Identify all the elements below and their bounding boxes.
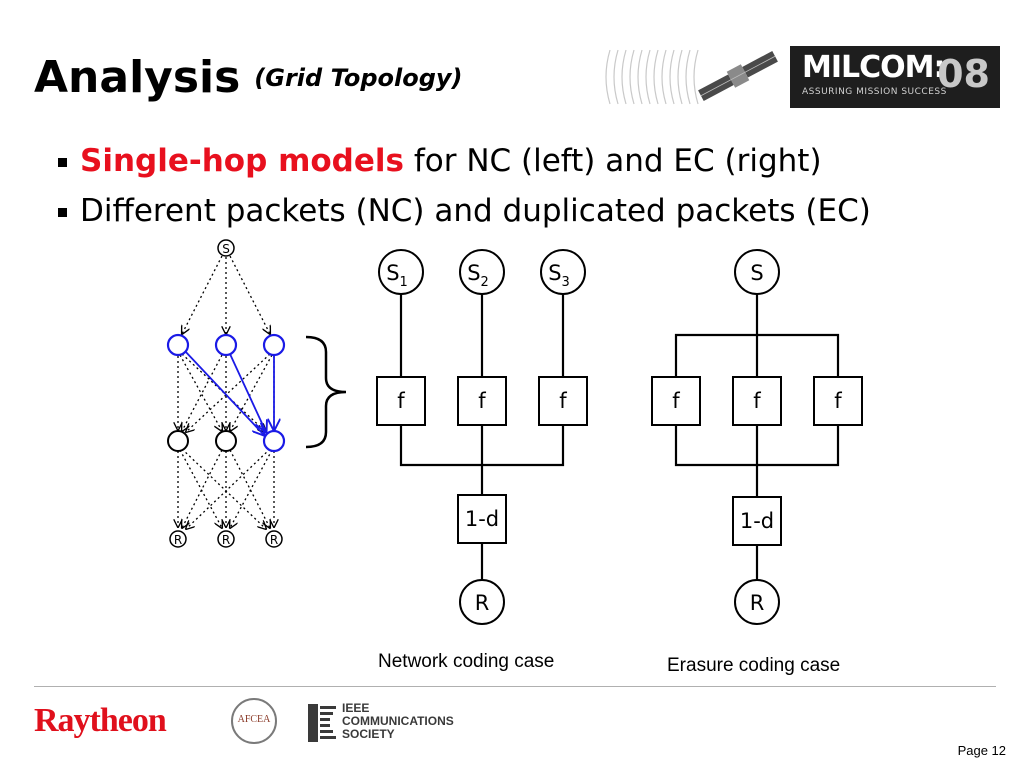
milcom-badge: MILCOM: 08 ASSURING MISSION SUCCESS — [790, 46, 1000, 108]
grid-node — [215, 430, 237, 452]
milcom-tagline: ASSURING MISSION SUCCESS — [802, 87, 947, 97]
grid-source-node — [217, 239, 235, 257]
nc-f-box — [538, 376, 588, 426]
afcea-logo: AFCEA — [231, 698, 277, 744]
ec-f-label: f — [834, 389, 842, 413]
afcea-logo-text: AFCEA — [237, 714, 271, 725]
ec-f-label: f — [672, 389, 680, 413]
nc-combiner-label: 1-d — [465, 507, 499, 531]
nc-f-box — [457, 376, 507, 426]
bullet-item: Single-hop models for NC (left) and EC (… — [56, 136, 871, 186]
grid-topology: S R R R — [166, 239, 347, 548]
ec-f-label: f — [753, 389, 761, 413]
grid-receiver-label: R — [270, 533, 278, 547]
nc-source-node — [459, 249, 505, 295]
ec-caption: Erasure coding case — [667, 655, 841, 676]
curly-brace — [305, 335, 347, 449]
nc-source-label: S2 — [467, 261, 489, 290]
title-subtitle: (Grid Topology) — [254, 64, 463, 92]
ieee-comsoc-logo-text: IEEE COMMUNICATIONS SOCIETY — [342, 702, 454, 741]
nc-receiver-node — [459, 579, 505, 625]
bullet-highlight: Single-hop models — [80, 143, 404, 179]
bullet-text: for NC (left) and EC (right) — [403, 143, 822, 179]
ec-source-node — [734, 249, 780, 295]
milcom-logo: MILCOM: 08 ASSURING MISSION SUCCESS — [604, 46, 1000, 108]
grid-receiver-node — [169, 530, 187, 548]
nc-receiver-label: R — [475, 591, 490, 615]
network-coding-diagram: S1 S2 S3 f f f 1-d R — [376, 249, 588, 625]
ec-f-box — [651, 376, 701, 426]
bullet-list: Single-hop models for NC (left) and EC (… — [56, 136, 871, 236]
footer-divider — [34, 686, 996, 687]
nc-f-label: f — [397, 389, 405, 413]
ieee-comsoc-icon — [308, 704, 336, 742]
grid-receiver-node — [265, 530, 283, 548]
nc-f-label: f — [559, 389, 567, 413]
ieee-line: IEEE — [342, 701, 370, 715]
grid-source-label: S — [222, 242, 230, 256]
grid-node-blue — [166, 333, 190, 357]
ec-combiner-box — [732, 496, 782, 546]
erasure-coding-diagram: S f f f 1-d R — [651, 249, 863, 625]
ec-receiver-label: R — [750, 591, 765, 615]
ieee-line: SOCIETY — [342, 727, 395, 741]
nc-source-node — [540, 249, 586, 295]
nc-source-label: S1 — [386, 261, 408, 290]
grid-receiver-label: R — [174, 533, 182, 547]
nc-f-label: f — [478, 389, 486, 413]
ec-receiver-node — [734, 579, 780, 625]
slide-title: Analysis (Grid Topology) — [34, 52, 463, 104]
ec-combiner-label: 1-d — [740, 509, 774, 533]
nc-f-box — [376, 376, 426, 426]
title-text: Analysis — [34, 52, 241, 103]
satellite-graphic-icon — [605, 49, 778, 105]
grid-receiver-label: R — [222, 533, 230, 547]
bullet-text: Different packets (NC) and duplicated pa… — [80, 193, 871, 229]
grid-node-blue — [262, 429, 286, 453]
ieee-line: COMMUNICATIONS — [342, 714, 454, 728]
nc-source-label: S3 — [548, 261, 570, 290]
nc-combiner-box — [457, 494, 507, 544]
grid-node — [167, 430, 189, 452]
grid-receiver-node — [217, 530, 235, 548]
ec-f-box — [813, 376, 863, 426]
grid-node-blue — [214, 333, 238, 357]
grid-node-blue — [262, 333, 286, 357]
ec-f-box — [732, 376, 782, 426]
milcom-name: MILCOM: — [802, 50, 946, 85]
page-number: Page 12 — [957, 743, 1006, 758]
bullet-item: Different packets (NC) and duplicated pa… — [56, 186, 871, 236]
milcom-year: 08 — [937, 52, 990, 96]
nc-caption: Network coding case — [378, 651, 555, 672]
ec-source-label: S — [750, 261, 763, 285]
raytheon-logo: Raytheon — [34, 702, 167, 739]
nc-source-node — [378, 249, 424, 295]
